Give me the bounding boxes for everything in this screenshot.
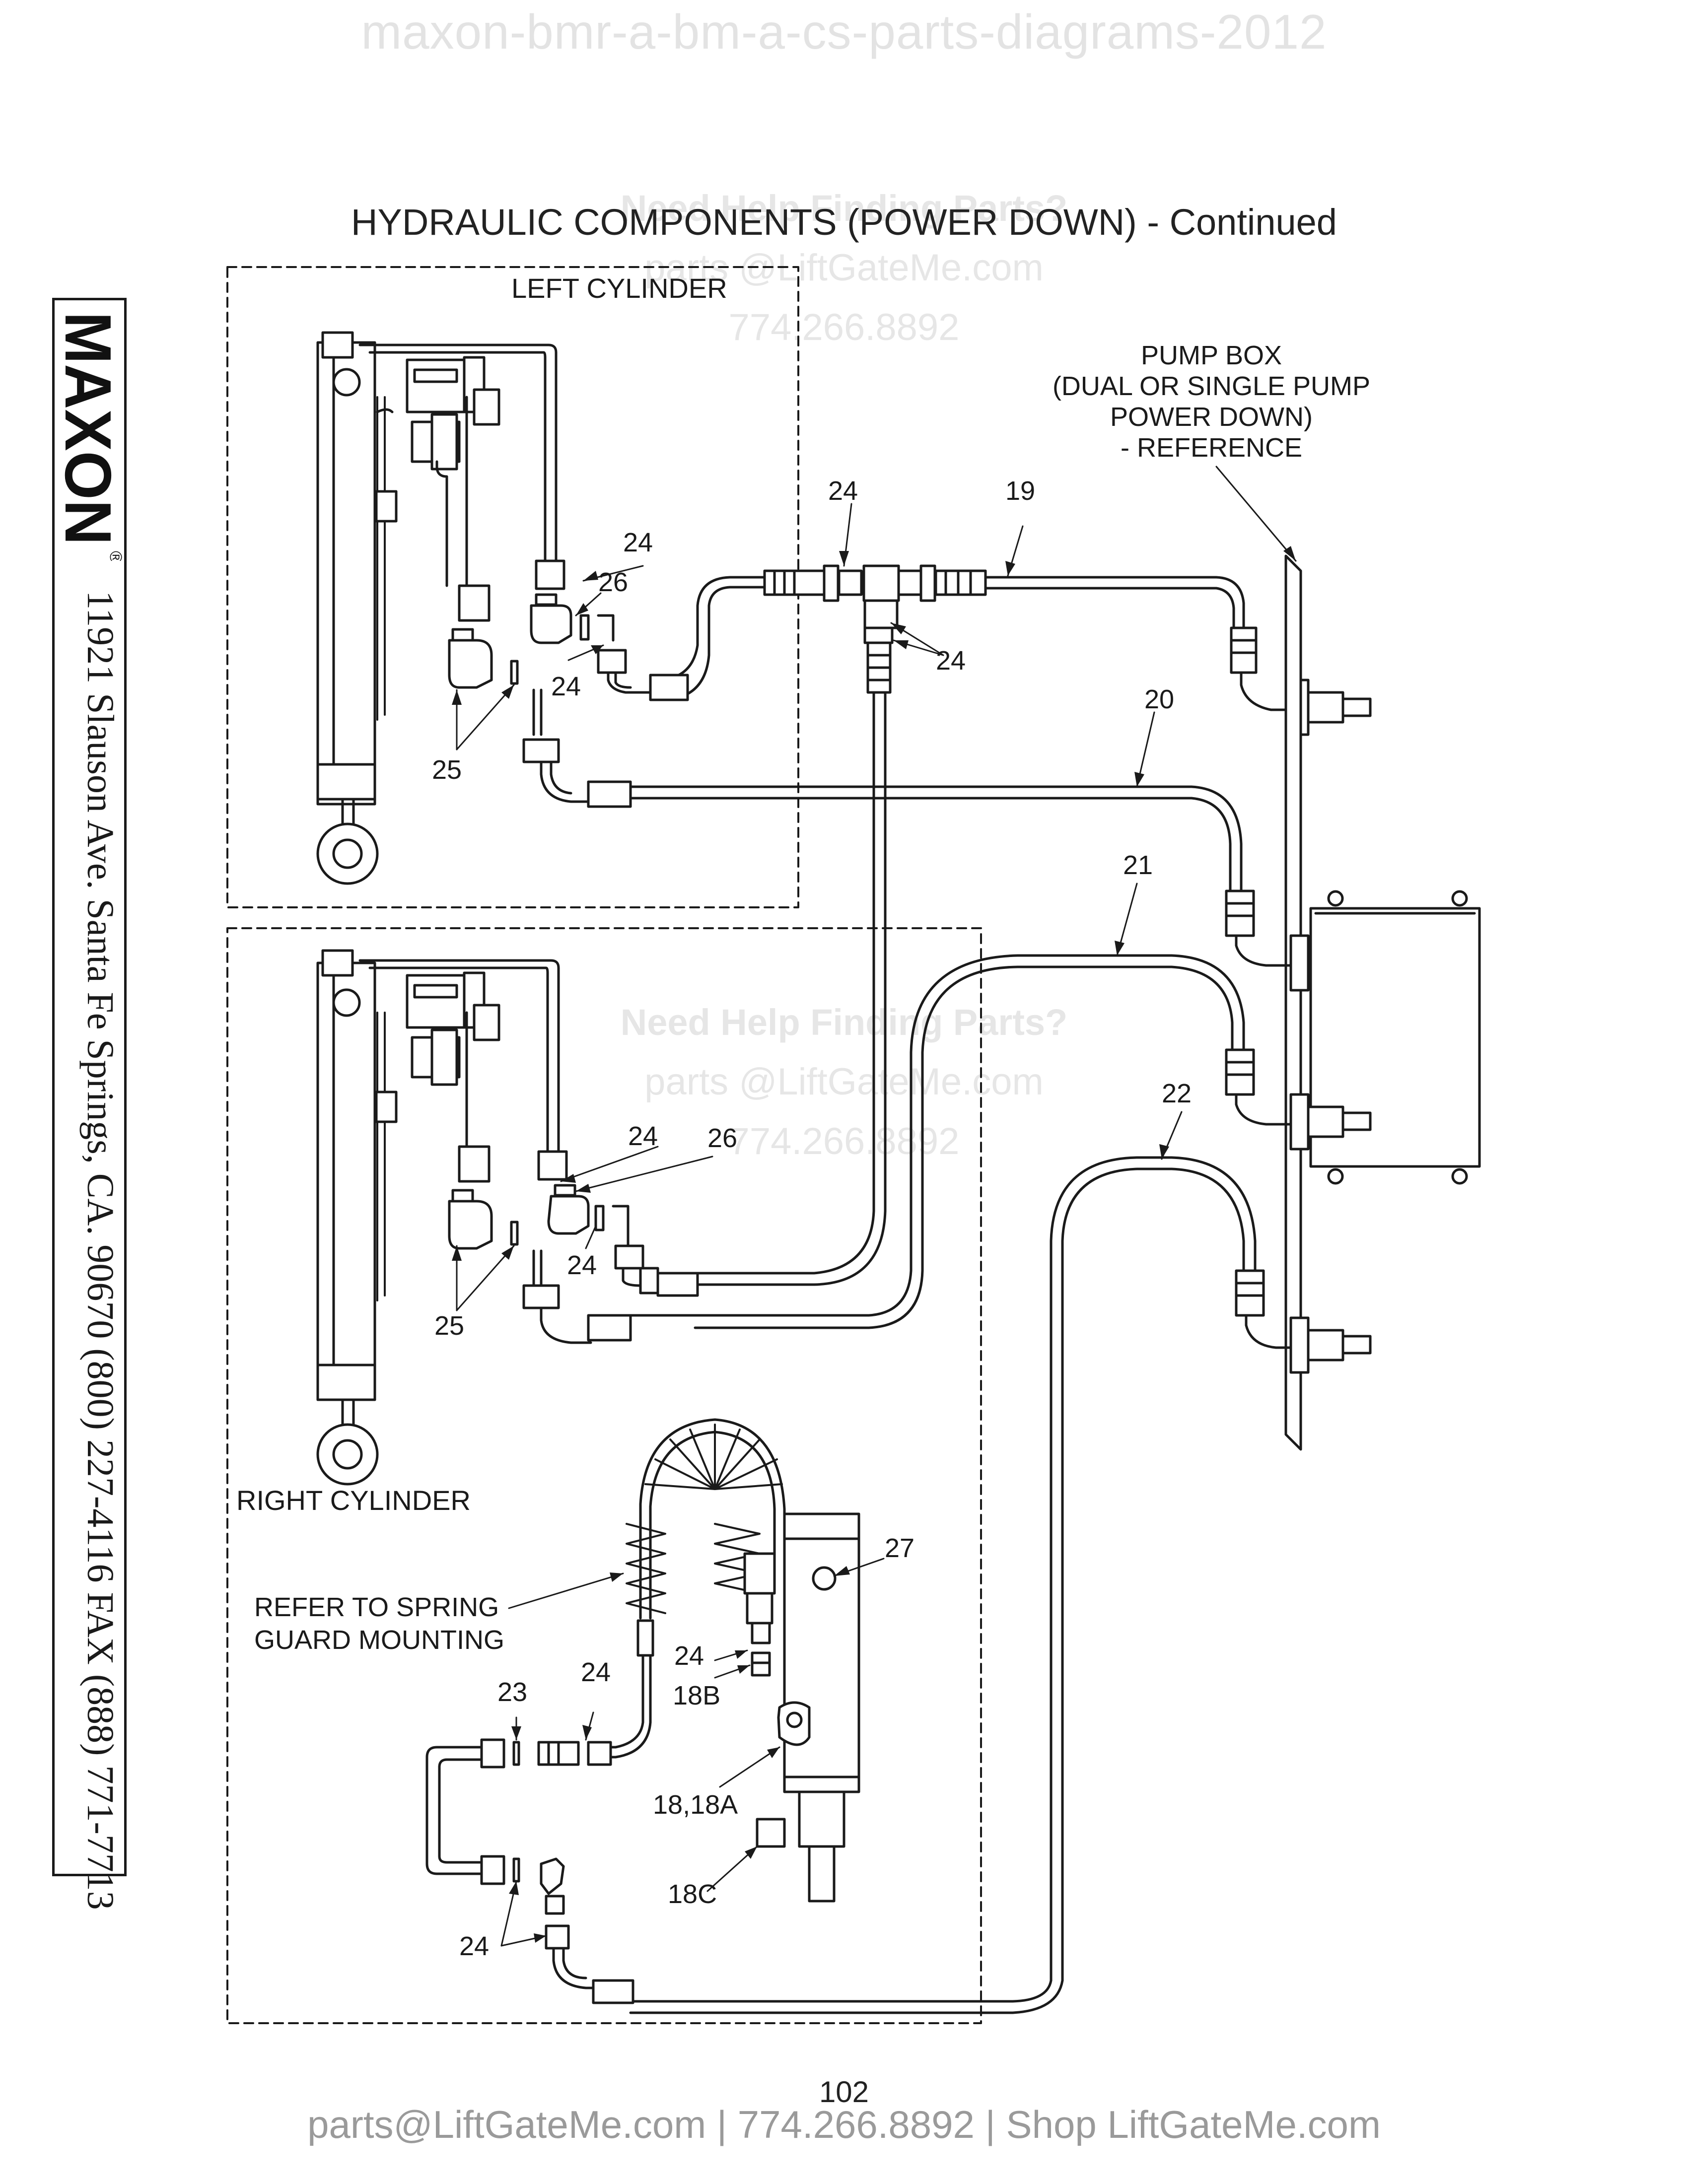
callout-24: 24 [551,672,581,701]
svg-text:®: ® [106,551,124,561]
callout-26: 26 [707,1123,738,1153]
spring-guard-line2: GUARD MOUNTING [254,1625,504,1655]
callout-25: 25 [434,1311,465,1341]
maxon-logo: MAXON ® [55,312,124,561]
spring-guard-note: REFER TO SPRING GUARD MOUNTING [254,1591,504,1656]
callout-24: 24 [674,1641,704,1671]
pump-box-line1: PUMP BOX [1140,341,1282,370]
left-cylinder-label: LEFT CYLINDER [511,273,727,304]
callout-22: 22 [1162,1079,1192,1108]
callout-27: 27 [885,1533,915,1563]
help-watermark-line2: parts @LiftGateMe.com [644,1061,1044,1103]
callout-24: 24 [828,476,858,506]
help-watermark-line1: Need Help Finding Parts? [620,1002,1068,1043]
footer-contact: parts@LiftGateMe.com | 774.266.8892 | Sh… [307,2103,1381,2146]
help-watermark-lower: Need Help Finding Parts? parts @LiftGate… [546,993,1142,1171]
callout-24: 24 [581,1657,611,1687]
left-cylinder [316,331,615,885]
callout-24: 24 [628,1121,658,1151]
top-watermark: maxon-bmr-a-bm-a-cs-parts-diagrams-2012 [361,4,1327,59]
callout-26: 26 [598,567,629,597]
pump-box-line2: (DUAL OR SINGLE PUMP [1052,371,1371,401]
help-watermark-upper: Need Help Finding Parts? parts @LiftGate… [546,179,1142,357]
left-cylinder-frame [226,266,799,908]
pump-box-label: PUMP BOX (DUAL OR SINGLE PUMP POWER DOWN… [1033,340,1390,463]
help-watermark-line3: 774.266.8892 [728,306,960,348]
right-cylinder-label: RIGHT CYLINDER [236,1485,471,1516]
maxon-sidebar [52,298,127,1876]
callout-24: 24 [936,646,966,676]
callout-18-18a: 18,18A [653,1790,738,1820]
help-watermark-line1: Need Help Finding Parts? [620,188,1068,229]
reservoir-tank [756,1512,860,1903]
page-title: HYDRAULIC COMPONENTS (POWER DOWN) - Cont… [351,202,1337,243]
callout-24: 24 [567,1250,597,1280]
callout-19: 19 [1005,476,1036,506]
callout-20: 20 [1144,684,1175,714]
pump-box-line4: - REFERENCE [1120,433,1303,463]
help-watermark-line3: 774.266.8892 [728,1120,960,1162]
pump-box-line3: POWER DOWN) [1110,402,1313,432]
callout-23: 23 [497,1677,528,1707]
svg-text:MAXON: MAXON [55,312,124,545]
callout-24: 24 [459,1931,490,1961]
callout-21: 21 [1123,850,1153,880]
right-cylinder [316,949,699,1486]
callout-18b: 18B [673,1681,721,1710]
spring-guard-line1: REFER TO SPRING [254,1592,499,1622]
page-number: 102 [819,2075,869,2109]
right-cylinder-frame [226,927,982,2024]
callout-24: 24 [623,528,653,557]
callout-18c: 18C [668,1879,717,1909]
callout-25: 25 [432,755,462,785]
spring-guard [587,1418,786,1766]
